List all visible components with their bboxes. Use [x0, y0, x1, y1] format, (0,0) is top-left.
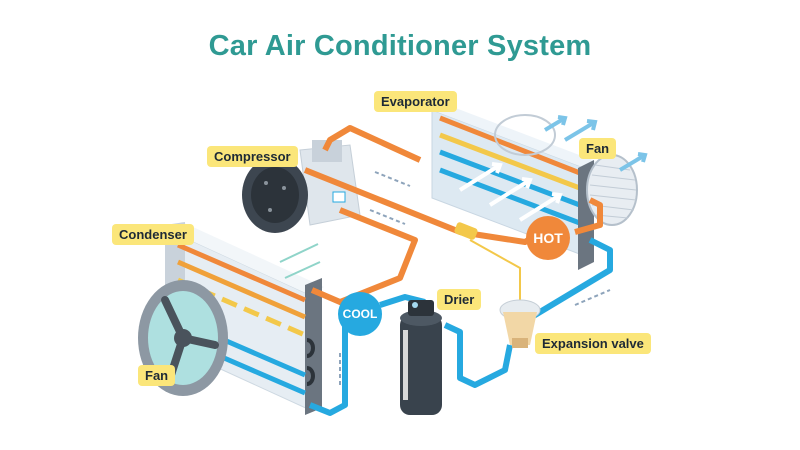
drier-label: Drier	[437, 289, 482, 310]
hot-badge: HOT	[526, 216, 570, 260]
cool-badge: COOL	[338, 292, 382, 336]
condenser-label: Condenser	[112, 224, 194, 245]
expansion-valve-unit	[499, 299, 541, 348]
evaporator-label: Evaporator	[374, 91, 457, 112]
cool-refrigerant-pipes	[308, 237, 613, 416]
expansion-valve-label: Expansion valve	[535, 333, 651, 354]
flow-direction-arrows	[339, 171, 611, 385]
page-title: Car Air Conditioner System	[208, 30, 592, 62]
compressor-unit	[242, 140, 361, 233]
condenser-fan-label: Fan	[138, 365, 176, 386]
condenser-unit	[138, 222, 324, 415]
evaporator-fan-label: Fan	[579, 138, 617, 159]
filter-coil	[454, 222, 478, 240]
drier-unit	[400, 300, 442, 415]
compressor-label: Compressor	[207, 146, 298, 167]
